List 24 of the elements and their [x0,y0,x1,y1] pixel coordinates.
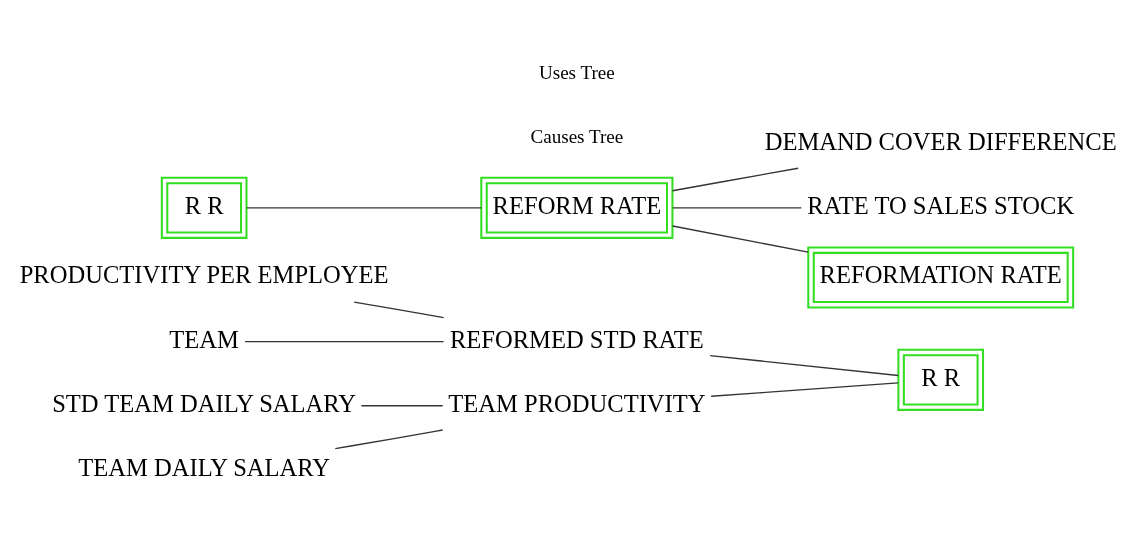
connector [671,206,802,208]
node-text: RATE TO SALES STOCK [807,191,1075,219]
node-box: REFORM RATE [480,176,674,239]
node-box: REFORMATION RATE [807,245,1075,309]
node-text: TEAM PRODUCTIVITY [448,389,706,417]
node-text: TEAM DAILY SALARY [78,453,331,481]
connector [353,300,445,318]
connector [710,381,899,397]
connector [709,354,899,376]
node-text: DEMAND COVER DIFFERENCE [764,127,1117,155]
connector [334,428,444,449]
node-box: R R [897,348,985,411]
connector [360,404,444,406]
label: Uses Tree [538,61,615,83]
node-text: REFORMED STD RATE [449,325,704,353]
node-box: R R [160,176,248,239]
connector [671,167,799,191]
connector [244,340,445,342]
label: Causes Tree [530,125,624,147]
connector [671,224,809,253]
node-text: STD TEAM DAILY SALARY [52,389,357,417]
connector [245,206,482,208]
node-text: PRODUCTIVITY PER EMPLOYEE [19,260,389,288]
node-text: TEAM [169,325,239,353]
